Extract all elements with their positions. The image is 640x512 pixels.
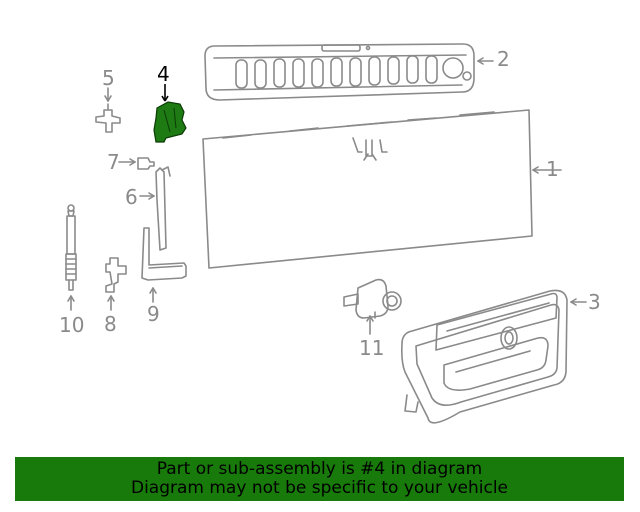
support-strut[interactable] [65, 204, 77, 291]
callout-2: 2 [497, 47, 510, 71]
callout-3: 3 [588, 290, 601, 314]
tailgate-top-cap[interactable] [204, 43, 475, 101]
callout-11: 11 [359, 336, 385, 360]
clip-7[interactable] [137, 157, 155, 170]
callout-6: 6 [125, 185, 138, 209]
handle-bezel[interactable] [401, 289, 568, 424]
hinge-bracket-9[interactable] [141, 227, 187, 281]
callout-1: 1 [546, 157, 559, 181]
callout-7: 7 [107, 150, 120, 174]
callout-10: 10 [59, 313, 85, 337]
banner-line-1: Part or sub-assembly is #4 in diagram [156, 459, 483, 479]
tailgate-camera[interactable] [343, 278, 402, 319]
latch-bracket-8[interactable] [105, 257, 127, 293]
bracket-5[interactable] [95, 103, 121, 133]
parts-diagram [65, 43, 587, 424]
callout-5: 5 [102, 66, 115, 90]
callout-4: 4 [157, 62, 170, 86]
banner-line-2: Diagram may not be specific to your vehi… [130, 478, 508, 498]
callout-9: 9 [147, 302, 160, 326]
hinge-6[interactable] [155, 166, 171, 251]
info-banner: Part or sub-assembly is #4 in diagram Di… [15, 457, 624, 501]
callout-8: 8 [104, 312, 117, 336]
tailgate-panel[interactable] [202, 109, 533, 269]
highlighted-part-4[interactable] [153, 101, 187, 143]
